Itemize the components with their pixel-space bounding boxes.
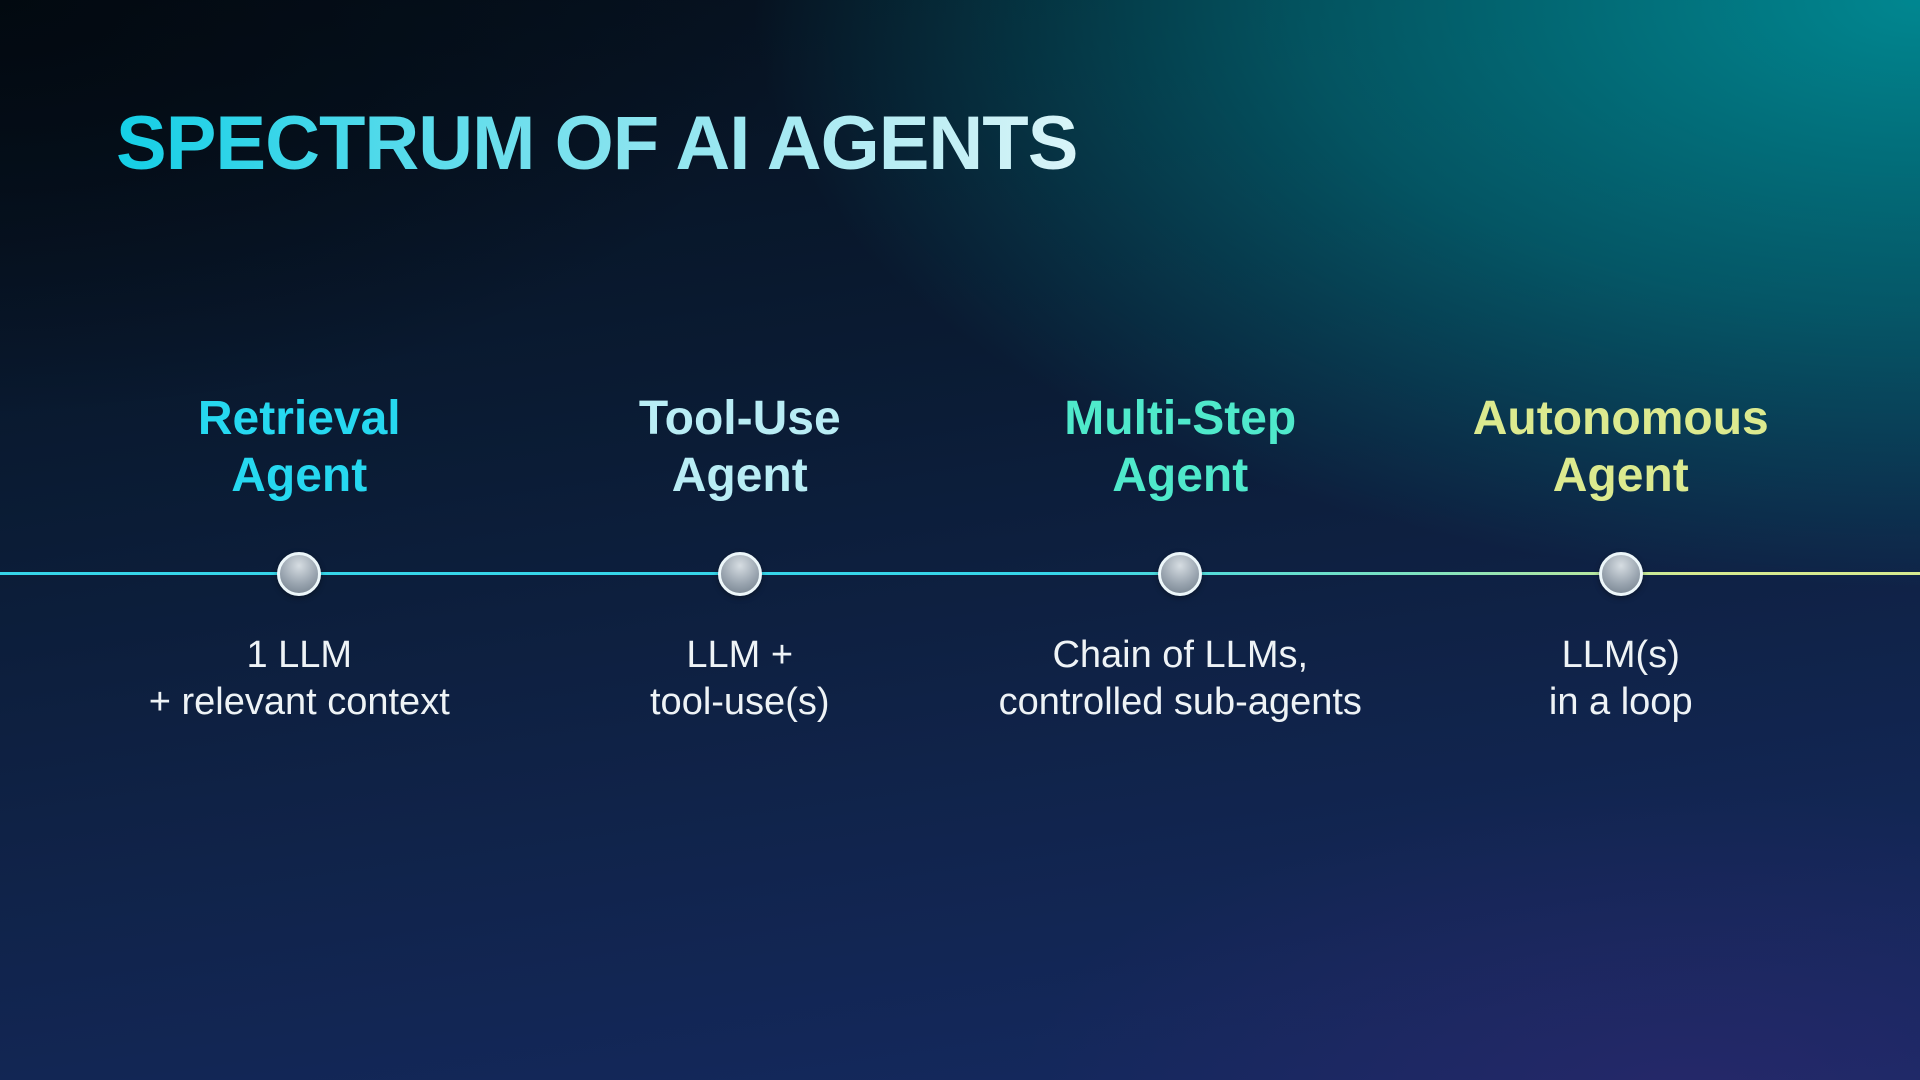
agent-desc-line2: in a loop — [1548, 681, 1693, 723]
agent-desc-line2: tool-use(s) — [650, 681, 830, 723]
agent-name-line1: Retrieval — [197, 392, 401, 445]
agent-description: LLM + tool-use(s) — [520, 632, 961, 726]
agent-desc-line2: + relevant context — [148, 681, 450, 723]
agent-name: Multi-Step Agent — [960, 390, 1401, 504]
agent-description: 1 LLM + relevant context — [79, 632, 520, 726]
timeline-node-dot — [1598, 552, 1643, 596]
agent-descriptions-row: 1 LLM + relevant context LLM + tool-use(… — [79, 632, 1841, 726]
agent-name-line1: Autonomous — [1472, 392, 1769, 445]
agent-name-line2: Agent — [1552, 449, 1689, 502]
agent-name-line2: Agent — [671, 449, 808, 502]
timeline-node-dot — [1158, 552, 1203, 596]
agent-name-line2: Agent — [231, 449, 368, 502]
agent-name: Autonomous Agent — [1401, 390, 1842, 504]
timeline-line — [0, 572, 1920, 575]
agent-description: LLM(s) in a loop — [1401, 632, 1842, 726]
agent-column-multi-step: Multi-Step Agent — [960, 390, 1401, 504]
agent-desc-line1: Chain of LLMs, — [1052, 634, 1309, 676]
agent-name: Retrieval Agent — [79, 390, 520, 504]
agent-column-retrieval: Retrieval Agent — [79, 390, 520, 504]
timeline-node-dot — [717, 552, 762, 596]
agent-labels-row: Retrieval Agent Tool-Use Agent Multi-Ste… — [79, 390, 1841, 504]
agent-desc-line1: 1 LLM — [246, 634, 353, 676]
timeline-node-dot — [277, 552, 322, 596]
agent-name-line1: Multi-Step — [1064, 392, 1297, 445]
agent-name-line2: Agent — [1112, 449, 1249, 502]
agent-desc-line1: LLM + — [686, 634, 794, 676]
agent-desc-line1: LLM(s) — [1561, 634, 1680, 676]
agent-description: Chain of LLMs, controlled sub-agents — [960, 632, 1401, 726]
agent-column-autonomous: Autonomous Agent — [1401, 390, 1842, 504]
agent-desc-line2: controlled sub-agents — [998, 681, 1362, 723]
agent-name-line1: Tool-Use — [638, 392, 841, 445]
timeline-dots-row — [79, 552, 1841, 596]
agent-column-tool-use: Tool-Use Agent — [520, 390, 961, 504]
agent-name: Tool-Use Agent — [520, 390, 961, 504]
page-title: SPECTRUM OF AI AGENTS — [116, 101, 1078, 186]
